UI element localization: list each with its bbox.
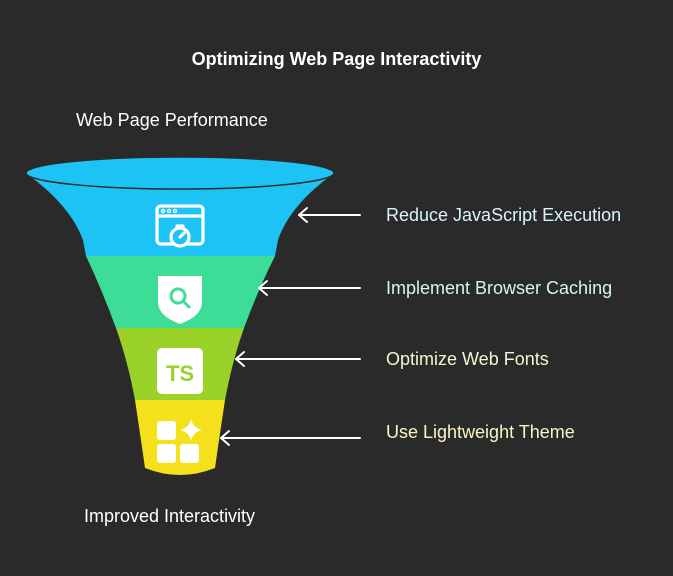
- stage-label-4: Use Lightweight Theme: [386, 422, 575, 442]
- stage-label-3: Optimize Web Fonts: [386, 349, 549, 369]
- stage-label-2: Implement Browser Caching: [386, 278, 613, 298]
- diagram-title: Optimizing Web Page Interactivity: [191, 49, 482, 69]
- funnel-top-label: Web Page Performance: [76, 110, 268, 130]
- funnel-stage-4: [135, 400, 225, 475]
- funnel-rim: [25, 156, 335, 190]
- typescript-icon-text: TS: [166, 361, 194, 386]
- arrow-4-icon: [220, 430, 361, 446]
- browser-timer-icon: [155, 204, 205, 248]
- search-shield-icon: [158, 276, 202, 324]
- funnel-bottom-label: Improved Interactivity: [84, 506, 256, 526]
- blocks-sparkle-icon: [157, 419, 202, 463]
- stage-label-1: Reduce JavaScript Execution: [386, 205, 622, 225]
- arrow-3-icon: [235, 351, 361, 367]
- arrow-2-icon: [258, 280, 361, 296]
- arrow-1-icon: [298, 207, 361, 223]
- typescript-icon: TS: [157, 348, 203, 394]
